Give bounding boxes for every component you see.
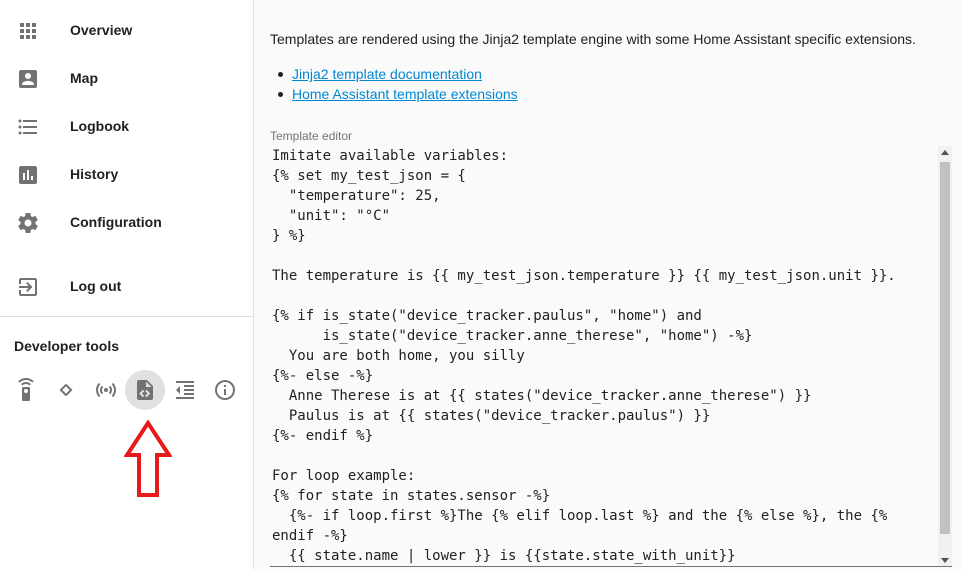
red-highlight-arrow-icon <box>124 420 172 497</box>
developer-tools-heading: Developer tools <box>14 338 120 354</box>
format-list-bulleted-icon <box>16 115 40 139</box>
dev-tool-mqtt-button[interactable] <box>165 370 205 410</box>
apps-grid-icon <box>16 19 40 43</box>
sidebar-item-label: Overview <box>70 22 133 38</box>
sidebar-item-label: History <box>70 166 119 182</box>
sidebar-item-log-out[interactable]: Log out <box>0 263 253 311</box>
doc-links-list: Jinja2 template documentation Home Assis… <box>278 64 518 104</box>
gear-icon <box>16 211 40 235</box>
scroll-up-arrow-icon[interactable] <box>941 150 949 155</box>
sidebar-item-label: Log out <box>70 278 122 294</box>
template-editor-text[interactable]: Imitate available variables: {% set my_t… <box>272 148 896 564</box>
sidebar-item-label: Configuration <box>70 214 162 230</box>
intro-text: Templates are rendered using the Jinja2 … <box>270 31 916 47</box>
jinja2-docs-link[interactable]: Jinja2 template documentation <box>292 66 482 82</box>
template-editor-label: Template editor <box>270 129 353 143</box>
scrollbar-thumb[interactable] <box>940 162 950 534</box>
remote-icon <box>18 378 34 401</box>
list-item: Jinja2 template documentation <box>278 64 518 84</box>
format-indent-icon <box>176 381 194 399</box>
sidebar: Overview Map Logbook History Configurati… <box>0 0 254 569</box>
editor-scrollbar[interactable] <box>938 146 952 566</box>
access-point-icon <box>96 382 116 398</box>
sidebar-item-label: Map <box>70 70 98 86</box>
main-content: Templates are rendered using the Jinja2 … <box>254 0 962 569</box>
sidebar-divider <box>0 316 253 317</box>
info-icon <box>215 380 235 400</box>
scroll-down-arrow-icon[interactable] <box>941 558 949 563</box>
dev-tool-states-button[interactable] <box>46 370 86 410</box>
file-xml-icon <box>137 380 153 400</box>
exit-to-app-icon <box>16 275 40 299</box>
sidebar-item-history[interactable]: History <box>0 151 253 199</box>
sidebar-item-map[interactable]: Map <box>0 55 253 103</box>
sidebar-item-label: Logbook <box>70 118 130 134</box>
dev-tool-templates-button[interactable] <box>125 370 165 410</box>
dev-tool-services-button[interactable] <box>6 370 46 410</box>
ha-template-extensions-link[interactable]: Home Assistant template extensions <box>292 86 518 102</box>
sidebar-item-overview[interactable]: Overview <box>0 7 253 55</box>
dev-tool-info-button[interactable] <box>205 370 245 410</box>
chart-box-icon <box>16 163 40 187</box>
dev-tool-events-button[interactable] <box>86 370 126 410</box>
list-item: Home Assistant template extensions <box>278 84 518 104</box>
template-editor[interactable]: Imitate available variables: {% set my_t… <box>270 146 952 567</box>
code-tags-icon <box>59 384 73 396</box>
sidebar-item-configuration[interactable]: Configuration <box>0 199 253 247</box>
sidebar-item-logbook[interactable]: Logbook <box>0 103 253 151</box>
account-box-icon <box>16 67 40 91</box>
